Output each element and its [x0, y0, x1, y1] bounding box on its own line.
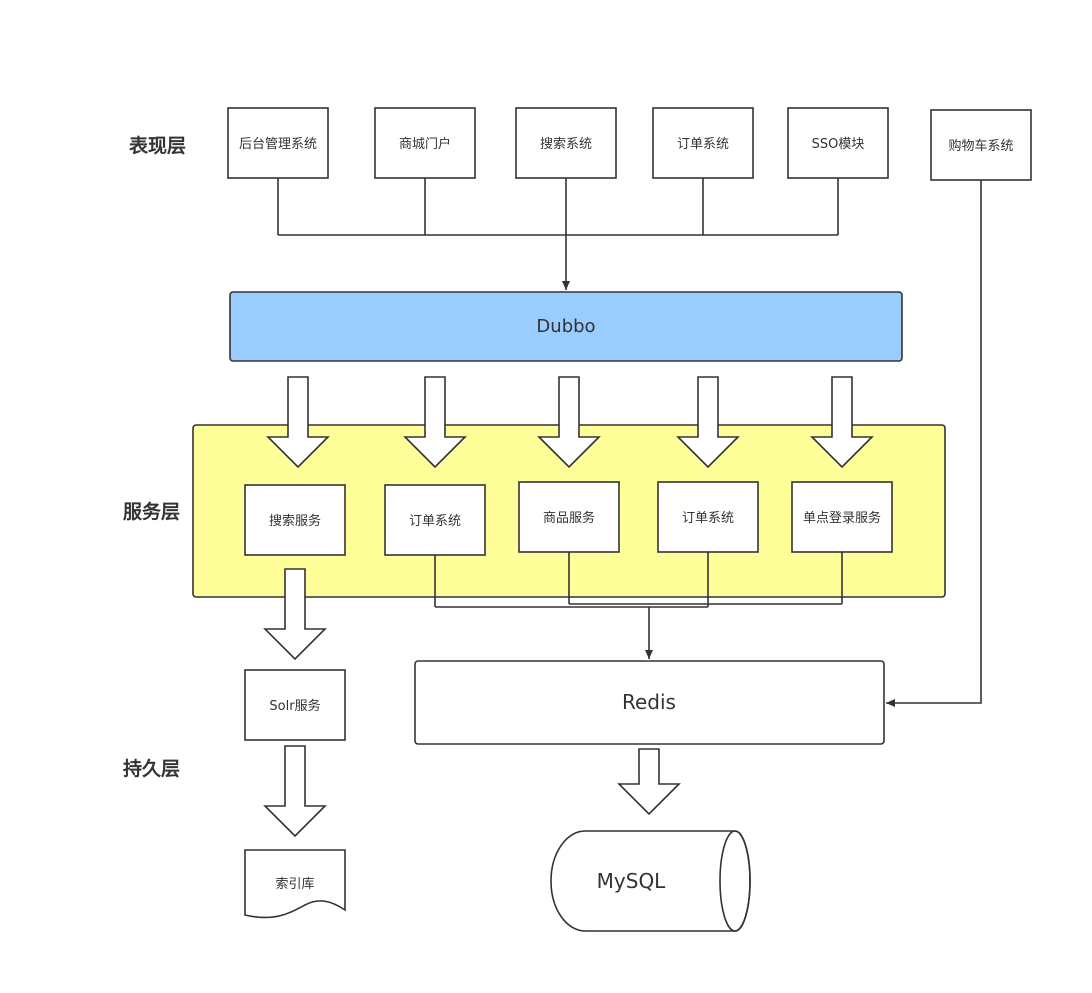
solr-label: Solr服务 — [269, 698, 320, 714]
mysql-label: MySQL — [597, 869, 667, 893]
presentation-system-label: 商城门户 — [399, 136, 451, 152]
dubbo-label: Dubbo — [536, 316, 595, 337]
cart-to-redis-connector — [886, 180, 982, 707]
solr-service: Solr服务 — [244, 669, 346, 741]
presentation-system-label: 订单系统 — [677, 137, 729, 152]
redis-box: Redis — [414, 660, 885, 745]
service-order: 订单系统 — [384, 484, 486, 556]
service-to-redis-connectors — [434, 552, 843, 659]
dubbo-to-service-arrow — [810, 376, 874, 469]
cart-system: 购物车系统 — [930, 109, 1032, 181]
presentation-system-order: 订单系统 — [652, 107, 754, 179]
redis-to-mysql-arrow — [617, 748, 681, 816]
redis-label: Redis — [622, 690, 676, 714]
presentation-system-sso: SSO模块 — [787, 107, 889, 179]
dubbo-to-service-arrow — [537, 376, 601, 469]
dubbo-to-service-arrow — [403, 376, 467, 469]
service-label: 单点登录服务 — [803, 510, 881, 526]
layer-label-presentation: 表现层 — [129, 134, 186, 157]
solr-to-index-arrow — [263, 745, 327, 838]
dubbo-to-service-arrow — [676, 376, 740, 469]
layer-label-service: 服务层 — [123, 500, 180, 523]
mysql-database: MySQL — [550, 830, 751, 932]
service-label: 搜索服务 — [269, 513, 321, 529]
presentation-system-label: 后台管理系统 — [239, 137, 317, 152]
presentation-system-search: 搜索系统 — [515, 107, 617, 179]
service-label: 订单系统 — [682, 511, 734, 526]
presentation-system-portal: 商城门户 — [374, 107, 476, 179]
layer-label-persistence: 持久层 — [123, 757, 180, 780]
service-label: 订单系统 — [409, 514, 461, 529]
dubbo-bar: Dubbo — [229, 291, 903, 362]
index-store-label: 索引库 — [275, 876, 314, 892]
presentation-system-backend: 后台管理系统 — [227, 107, 329, 179]
service-order-2: 订单系统 — [657, 481, 759, 553]
cart-system-label: 购物车系统 — [948, 138, 1013, 154]
search-to-solr-arrow — [263, 568, 327, 661]
service-sso: 单点登录服务 — [791, 481, 893, 553]
dubbo-to-service-arrow — [266, 376, 330, 469]
service-product: 商品服务 — [518, 481, 620, 553]
presentation-system-label: 搜索系统 — [540, 137, 592, 152]
presentation-system-label: SSO模块 — [812, 137, 865, 152]
presentation-connectors — [277, 178, 839, 290]
index-store: 索引库 — [244, 849, 346, 919]
service-label: 商品服务 — [543, 510, 595, 526]
service-search: 搜索服务 — [244, 484, 346, 556]
